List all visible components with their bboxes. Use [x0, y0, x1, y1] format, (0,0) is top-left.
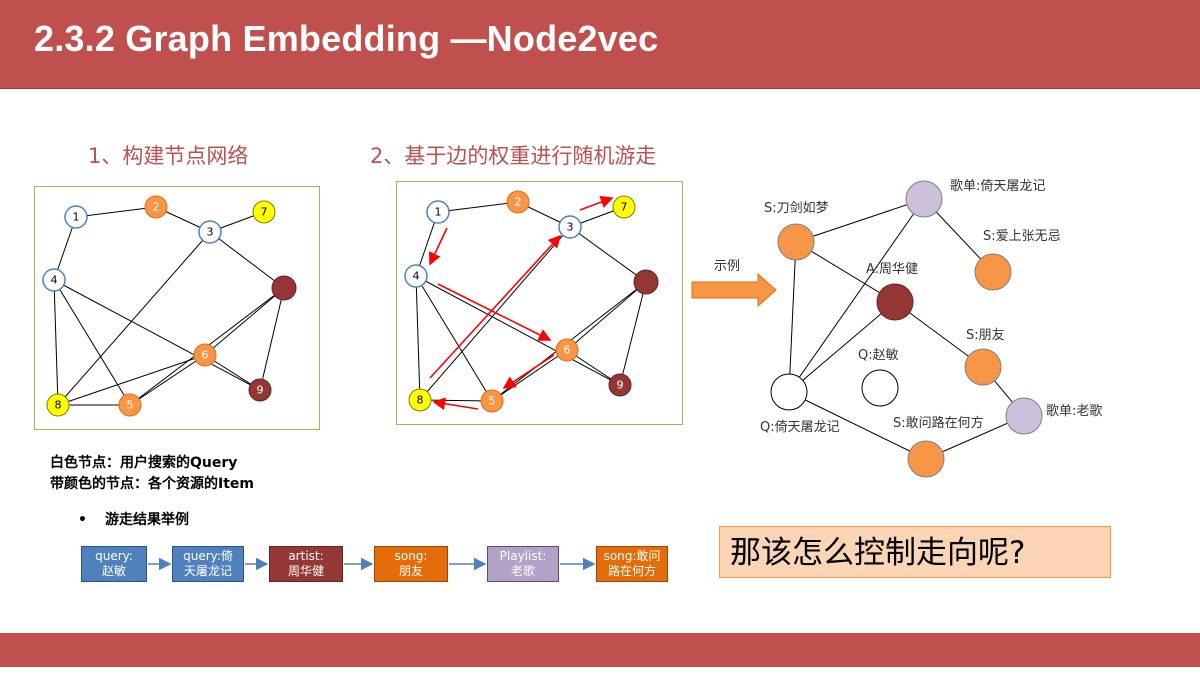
walk-box-5-line2: 老歌	[510, 564, 535, 578]
question-callout: 那该怎么控制走向呢?	[719, 526, 1111, 578]
svg-text:3: 3	[207, 226, 214, 239]
walk-box-3: artist:周华健	[269, 546, 343, 582]
bullet-mark: •	[78, 512, 87, 528]
graph-1-node-5: 5	[118, 393, 142, 417]
graph-2-node-9: 9	[608, 373, 632, 397]
graph-1-node-7: 7	[252, 200, 276, 224]
walk-box-6-line2: 路在何方	[607, 564, 656, 578]
example-graph-edges	[788, 198, 1025, 460]
graph-2-node-3: 3	[558, 215, 582, 239]
graph-2-node-5: 5	[480, 389, 504, 413]
walk-box-5-line1: Playlist:	[499, 549, 547, 563]
graph-1-node-1: 1	[64, 205, 88, 229]
arrow-label: 示例	[714, 259, 740, 274]
walk-box-3-line1: artist:	[288, 549, 324, 563]
walk-box-1-line2: 赵敏	[101, 564, 126, 578]
example-graph-labels: S:刀剑如梦 歌单:倚天屠龙记 S:爱上张无忌 A:周华健 S:朋友 Q:赵敏 …	[760, 179, 1102, 435]
graph-2-node-4: 4	[404, 264, 428, 288]
label-q-zhaomin: Q:赵敏	[858, 348, 899, 363]
node-a-zhouhuajian	[876, 283, 914, 321]
svg-text:7: 7	[621, 201, 628, 214]
walk-box-4-line1: song:	[394, 549, 428, 563]
node-s-pengyou	[964, 348, 1002, 386]
node-s-ganwen	[907, 440, 945, 478]
node-playlist-laoge	[1005, 397, 1043, 435]
graph-2-nodes: 1 2 3 4 5 6 7 8 9	[404, 190, 659, 413]
walk-box-6-line1: song:敢问	[603, 549, 661, 563]
node-q-yitian	[770, 373, 808, 411]
graph-2-node-2: 2	[506, 190, 530, 214]
svg-text:6: 6	[564, 344, 571, 357]
right-arrow-icon	[691, 272, 777, 308]
svg-text:5: 5	[127, 399, 134, 412]
label-a-zhouhuajian: A:周华健	[866, 262, 918, 277]
walk-box-5: Playlist:老歌	[487, 546, 559, 582]
svg-text:9: 9	[257, 384, 264, 397]
step2-title: 2、基于边的权重进行随机游走	[370, 144, 657, 168]
svg-text:8: 8	[55, 399, 62, 412]
node-s-daojian	[777, 223, 815, 261]
node-playlist-yitian	[905, 180, 943, 218]
legend-line-1: 白色节点：用户搜索的Query	[50, 455, 238, 471]
label-s-pengyou: S:朋友	[966, 327, 1005, 343]
walk-box-4: song:朋友	[374, 546, 448, 582]
svg-text:6: 6	[202, 349, 209, 362]
page-title: 2.3.2 Graph Embedding —Node2vec	[34, 18, 659, 59]
graph-1-node-4: 4	[42, 268, 66, 292]
node-s-aishang	[974, 253, 1012, 291]
walk-box-1-line1: query:	[95, 549, 133, 563]
svg-text:3: 3	[567, 221, 574, 234]
graph-1-nodes: 1 2 3 4 5 6 7 8 9	[42, 195, 297, 417]
legend-line-2: 带颜色的节点：各个资源的Item	[50, 476, 254, 492]
graph-2-node-unlabeled	[633, 269, 659, 295]
walk-box-3-line2: 周华健	[287, 564, 324, 578]
svg-text:8: 8	[417, 394, 424, 407]
label-s-daojian: S:刀剑如梦	[764, 200, 829, 216]
walk-box-2-line1: query:倚	[183, 549, 233, 563]
svg-text:5: 5	[489, 395, 496, 408]
graph-2-node-7: 7	[612, 195, 636, 219]
footer-bar	[0, 633, 1200, 667]
graph-2-node-1: 1	[426, 200, 450, 224]
graph-2-node-8: 8	[408, 388, 432, 412]
svg-text:2: 2	[515, 196, 522, 209]
walk-example-heading: 游走结果举例	[105, 512, 189, 528]
svg-text:7: 7	[261, 206, 268, 219]
graph-1-edges	[53, 206, 285, 406]
node-q-zhaomin	[861, 369, 899, 407]
header-bar: 2.3.2 Graph Embedding —Node2vec	[0, 0, 1200, 89]
graph-1-node-9: 9	[248, 378, 272, 402]
graph-1-node-8: 8	[46, 393, 70, 417]
label-s-ganwen: S:敢问路在何方	[893, 415, 984, 431]
walk-box-2-line2: 天屠龙记	[183, 564, 232, 578]
svg-text:9: 9	[617, 379, 624, 392]
label-playlist-laoge: 歌单:老歌	[1046, 404, 1102, 419]
walk-box-2: query:倚天屠龙记	[172, 546, 244, 582]
label-q-yitian: Q:倚天屠龙记	[760, 420, 840, 435]
svg-text:4: 4	[413, 270, 420, 283]
label-s-aishang: S:爱上张无忌	[983, 229, 1061, 244]
svg-text:4: 4	[51, 274, 58, 287]
svg-text:1: 1	[435, 206, 442, 219]
graph-1-node-3: 3	[198, 220, 222, 244]
walk-box-6: song:敢问路在何方	[596, 546, 668, 582]
graph-1-node-2: 2	[144, 195, 168, 219]
walk-box-1: query:赵敏	[81, 546, 147, 582]
label-playlist-yitian: 歌单:倚天屠龙记	[950, 179, 1045, 194]
graph-1-node-6: 6	[193, 343, 217, 367]
walk-arrows	[428, 195, 614, 411]
example-graph-nodes	[770, 180, 1043, 478]
graph-1-node-unlabeled	[271, 275, 297, 301]
graph-2-node-6: 6	[555, 338, 579, 362]
svg-text:2: 2	[153, 201, 160, 214]
walk-box-4-line2: 朋友	[398, 564, 423, 578]
step1-title: 1、构建节点网络	[88, 144, 249, 168]
svg-text:1: 1	[73, 211, 80, 224]
